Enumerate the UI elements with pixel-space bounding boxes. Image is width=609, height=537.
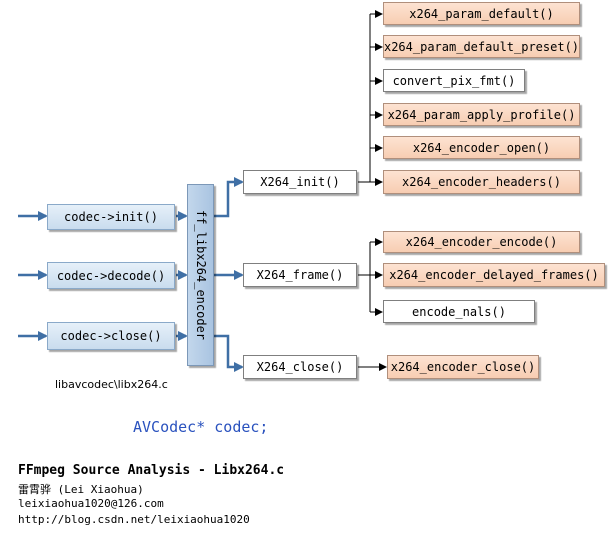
init-call-label: x264_param_apply_profile() [387, 107, 576, 122]
x264-init-box: X264_init() [243, 170, 357, 194]
codec-decode-label: codec->decode() [56, 268, 166, 283]
x264-frame-box: X264_frame() [243, 263, 357, 287]
frame-call-box: encode_nals() [383, 300, 535, 323]
arrow-bar-to-close [214, 334, 244, 372]
ff-libx264-encoder-label: ff_libx264_encoder [193, 209, 208, 341]
frame-call-label: encode_nals() [412, 304, 506, 319]
x264-frame-label: X264_frame() [256, 268, 344, 282]
frame-call-box: x264_encoder_delayed_frames() [383, 263, 605, 287]
init-call-label: x264_param_default_preset() [383, 39, 580, 54]
codec-close-box: codec->close() [47, 322, 175, 350]
footer-author: 雷霄骅 (Lei Xiaohua) [18, 483, 144, 496]
x264-close-box: X264_close() [243, 355, 357, 379]
codec-close-label: codec->close() [60, 329, 162, 343]
ff-libx264-encoder-bar: ff_libx264_encoder [187, 184, 214, 366]
close-call-box: x264_encoder_close() [387, 355, 539, 379]
codec-init-label: codec->init() [64, 210, 158, 224]
codec-caption: AVCodec* codec; [133, 418, 269, 436]
codec-decode-box: codec->decode() [47, 262, 175, 289]
init-call-box: x264_encoder_open() [383, 136, 580, 159]
init-call-box: x264_param_apply_profile() [383, 103, 580, 126]
codec-init-box: codec->init() [47, 204, 175, 230]
init-call-box: convert_pix_fmt() [383, 69, 525, 92]
init-call-box: x264_param_default_preset() [383, 35, 580, 58]
init-call-label: x264_encoder_headers() [402, 175, 561, 189]
x264-close-label: X264_close() [256, 360, 344, 374]
x264-init-label: X264_init() [260, 175, 340, 189]
footer-email: leixiaohua1020@126.com [18, 497, 164, 510]
init-call-box: x264_param_default() [383, 2, 580, 25]
close-call-label: x264_encoder_close() [390, 360, 536, 374]
footer-title: FFmpeg Source Analysis - Libx264.c [18, 463, 285, 478]
init-call-label: x264_param_default() [409, 6, 554, 21]
frame-call-label: x264_encoder_delayed_frames() [389, 268, 599, 282]
frame-fanout [358, 238, 383, 316]
file-path-label: libavcodec\libx264.c [55, 378, 168, 391]
frame-call-label: x264_encoder_encode() [405, 235, 558, 249]
init-fanout [358, 10, 383, 186]
init-call-label: x264_encoder_open() [412, 140, 551, 155]
footer-url: http://blog.csdn.net/leixiaohua1020 [18, 513, 250, 526]
frame-call-box: x264_encoder_encode() [383, 231, 580, 253]
init-call-label: convert_pix_fmt() [392, 73, 516, 88]
arrow-bar-to-init [214, 177, 244, 218]
init-call-box: x264_encoder_headers() [383, 170, 580, 194]
